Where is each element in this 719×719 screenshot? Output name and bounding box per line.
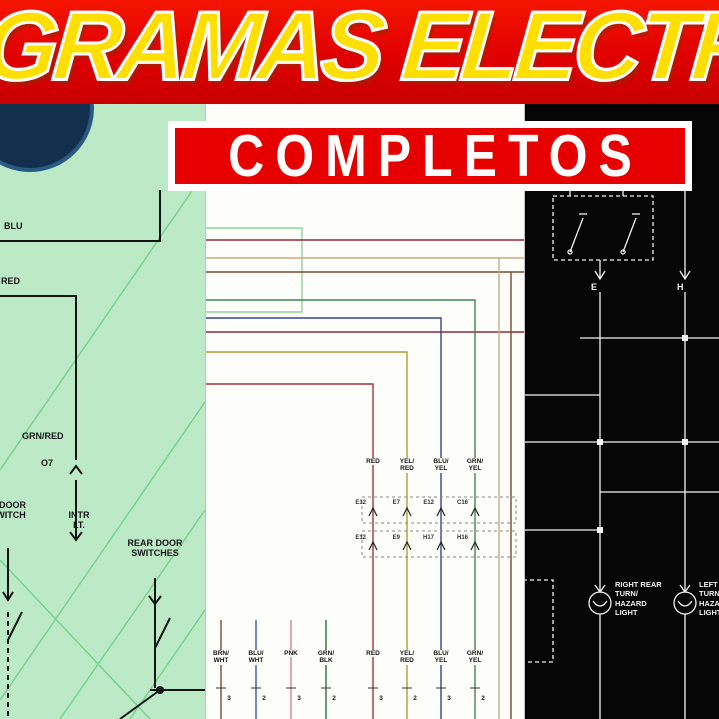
pin-number: 2 xyxy=(259,695,269,703)
wire-label: GRN/ YEL xyxy=(462,650,488,665)
connector-id: H16 xyxy=(456,535,468,541)
wire-label-grn-red: GRN/RED xyxy=(22,431,64,441)
wire-label: GRN/ YEL xyxy=(462,458,488,473)
wire-label: RED xyxy=(360,458,386,466)
pin-number: 2 xyxy=(410,695,420,703)
connector-id: E12 xyxy=(355,535,366,541)
wire-label-red: RED xyxy=(1,276,21,286)
lamp-icon-left xyxy=(673,591,697,615)
connector-id: E12 xyxy=(423,500,434,506)
pin-number: 2 xyxy=(478,695,488,703)
junction-dot xyxy=(156,686,164,694)
right-diagram-panel: E H RIGHT REAR TURN/ HAZARD LIGHT LEFT R… xyxy=(525,0,719,719)
banner-title: GRAMAS ELECTRIC xyxy=(0,0,719,103)
connector-id: H17 xyxy=(422,535,434,541)
wire-label: RED xyxy=(360,650,386,658)
wire-label: BLU/ WHT xyxy=(243,650,269,665)
left-wires xyxy=(0,190,205,719)
connector-id: C16 xyxy=(456,500,468,506)
pin-number: 3 xyxy=(294,695,304,703)
subtitle-box: COMPLETOS xyxy=(168,121,692,191)
left-wiring-svg xyxy=(0,44,205,719)
connector-id: E7 xyxy=(392,500,400,506)
wire-label: YEL/ RED xyxy=(394,650,420,665)
connector-id: E9 xyxy=(392,535,400,541)
wire-label: BRN/ WHT xyxy=(208,650,234,665)
pin-number: 3 xyxy=(376,695,386,703)
left-lamp-label: LEFT REAR TURN/ HAZARD LIGHT xyxy=(699,580,719,618)
colored-wires xyxy=(206,227,524,719)
lamp-icon-right xyxy=(588,591,612,615)
wire-label: BLU/ YEL xyxy=(428,650,454,665)
connector-arrows xyxy=(368,506,480,551)
node-squares xyxy=(597,335,688,533)
wire-label: PNK xyxy=(278,650,304,658)
left-diagram-panel: BLU RED GRN/RED O7 INTR LT. REAR DOOR SW… xyxy=(0,0,205,719)
terminal-label-e: E xyxy=(591,282,598,292)
pin-number: 3 xyxy=(444,695,454,703)
relay-icon xyxy=(552,190,654,261)
rear-door-switches-label: REAR DOOR SWITCHES xyxy=(127,538,183,559)
middle-wiring-svg xyxy=(206,227,524,719)
connector-id: E12 xyxy=(355,500,366,506)
wire-label-blu: BLU xyxy=(4,221,23,231)
right-lamp-label: RIGHT REAR TURN/ HAZARD LIGHT xyxy=(615,580,662,618)
connector-label-o7: O7 xyxy=(41,458,54,468)
pin-number: 2 xyxy=(329,695,339,703)
terminal-label-h: H xyxy=(677,282,684,292)
wire-label: GRN/ BLK xyxy=(313,650,339,665)
scan-lines xyxy=(0,171,205,719)
title-banner: GRAMAS ELECTRIC xyxy=(0,0,719,104)
door-switch-label: R DOOR SWITCH xyxy=(0,500,26,521)
wire-label: YEL/ RED xyxy=(394,458,420,473)
intr-lt-label: INTR LT. xyxy=(68,510,90,531)
pin-number: 3 xyxy=(224,695,234,703)
right-wiring-svg xyxy=(525,190,719,719)
subtitle-text: COMPLETOS xyxy=(228,122,643,190)
clipped-connector-box xyxy=(525,579,554,663)
middle-diagram-panel: RED YEL/ RED BLU/ YEL GRN/ YEL E12 E7 E1… xyxy=(205,0,525,719)
wire-label: BLU/ YEL xyxy=(428,458,454,473)
